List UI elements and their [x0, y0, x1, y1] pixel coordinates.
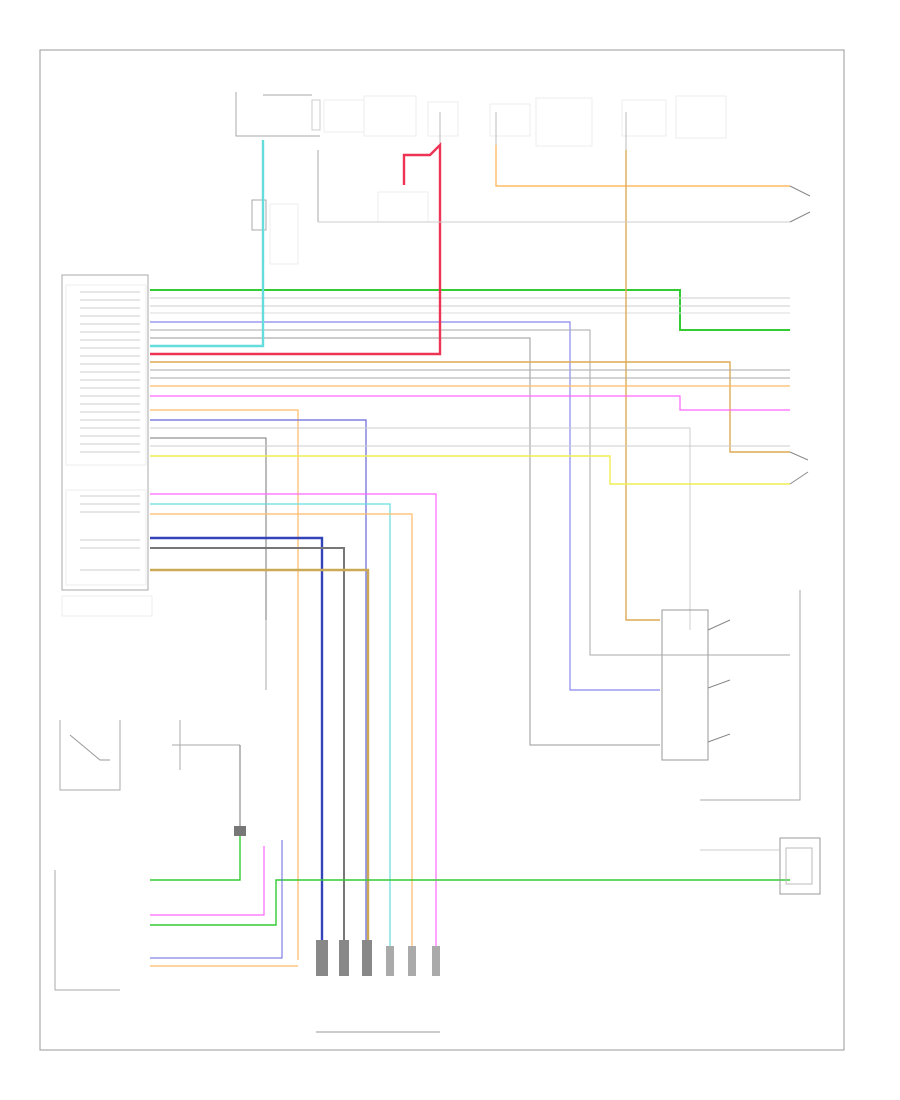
wire-tan-2 [150, 568, 370, 960]
wire-pink-1 [150, 395, 790, 411]
powertrain-control-module [54, 870, 120, 991]
vehicle-speed-sensor [316, 940, 440, 1033]
wire-red [150, 142, 442, 356]
splice-block [377, 191, 429, 223]
wire-gray-3 [150, 329, 660, 656]
fuse-block [235, 92, 727, 150]
encoder-motor [700, 837, 821, 895]
wire-green-bottom [150, 879, 790, 926]
wire-lightblue-2 [150, 503, 391, 960]
wire-orange-2 [150, 409, 299, 960]
throttle-position-sensor [789, 451, 809, 485]
wire-green-top [150, 289, 790, 331]
brake-switch [317, 150, 811, 223]
wire-blue-1 [150, 419, 367, 960]
wire-purple-mid [150, 321, 660, 691]
wire-darkblue [150, 536, 324, 960]
diagram-frame [39, 49, 845, 1051]
wire-yellow [150, 455, 790, 485]
wire-gray-6 [150, 547, 345, 960]
wire-tan-1 [625, 150, 660, 621]
tcm-block [61, 274, 153, 617]
wire-black-1 [150, 437, 267, 620]
instrument-panel-cluster [59, 720, 246, 836]
wire-gray-5 [150, 427, 691, 630]
wire-orange-3 [150, 513, 413, 960]
relay-connector [251, 199, 299, 265]
label-marks [80, 291, 140, 571]
wire-orange-1 [495, 145, 790, 187]
transfer-case-mode-switch [660, 590, 801, 801]
wire-pink-2 [150, 493, 437, 960]
wire-lightblue [150, 140, 265, 348]
